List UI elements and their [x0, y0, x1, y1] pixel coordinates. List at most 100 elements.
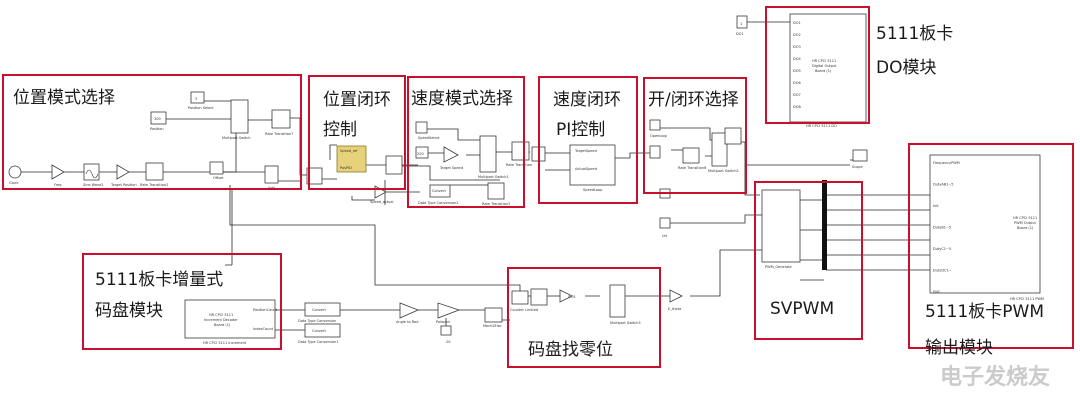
label-board-do-1: 5111板卡	[876, 24, 954, 44]
label-encoder-1: 5111板卡增量式	[95, 270, 224, 290]
do-port-label: DO4	[793, 57, 801, 61]
svg-text:Target Speed: Target Speed	[439, 166, 463, 170]
openloop-constant	[649, 119, 661, 131]
add-block	[264, 165, 279, 184]
svg-text:Position: Position	[150, 127, 164, 131]
svg-text:0.01: 0.01	[568, 295, 576, 299]
region-position-loop	[308, 75, 406, 190]
multiport-switch-block	[230, 99, 249, 134]
speed-loop-block	[569, 144, 616, 186]
svg-text:Freq: Freq	[54, 183, 62, 187]
angle-rad-gain	[399, 302, 420, 319]
e-theta-gain	[669, 289, 683, 303]
watermark: 电子发烧友	[940, 365, 1051, 390]
multiport-switch2-block	[711, 132, 728, 167]
label-speed-mode: 速度模式选择	[411, 89, 513, 109]
do-port-label: DO8	[793, 105, 801, 109]
encoder-block	[184, 299, 276, 339]
do-blocks: 1 DO1 HR CPCI 5111 Digital Output Board …	[736, 13, 867, 128]
do-port-label: DO1	[793, 21, 801, 25]
rate-transition4-block	[530, 288, 548, 306]
label-encoder-2: 码盘模块	[95, 301, 163, 321]
label-speed-loop-2: PI控制	[556, 120, 606, 140]
svg-text:200: 200	[417, 152, 424, 156]
open-closed-blocks: Openloop Rate Transition6 Multiport Swit…	[649, 119, 742, 173]
svg-text:Counter Limited: Counter Limited	[510, 308, 538, 312]
do-port-label: DO5	[793, 69, 801, 73]
svg-text:Multiport Switch2: Multiport Switch2	[708, 169, 739, 173]
region-open-closed	[643, 77, 747, 194]
c20-constant	[440, 325, 452, 336]
convert-a-block	[304, 302, 341, 317]
svg-text:Convert: Convert	[432, 189, 446, 193]
rate-transition6-block	[682, 147, 700, 164]
position-constant	[150, 111, 167, 125]
svg-text:HR CPCI 5111 DO: HR CPCI 5111 DO	[806, 124, 837, 128]
polepair-gain	[437, 302, 461, 319]
region-board-pwm	[908, 143, 1074, 349]
svg-text:PositionCount: PositionCount	[253, 308, 278, 312]
svg-text:20: 20	[446, 340, 450, 344]
svg-text:TargetSpeed: TargetSpeed	[574, 149, 597, 153]
speed-gain	[443, 146, 459, 163]
offset-constant	[209, 161, 224, 175]
rate-transition-pos-block	[385, 155, 403, 175]
svg-text:Rate Transition6: Rate Transition6	[678, 166, 706, 170]
svg-text:Sine Wave2: Sine Wave2	[83, 183, 104, 187]
clock-icon	[8, 165, 22, 179]
position-select-constant	[190, 91, 205, 104]
rate-transition-oc-block	[724, 127, 742, 145]
label-position-mode: 位置模式选择	[13, 88, 115, 108]
svg-text:Convert: Convert	[312, 329, 326, 333]
region-position-mode	[2, 74, 302, 190]
svg-text:Angle to Rad: Angle to Rad	[396, 320, 418, 324]
region-speed-mode	[407, 76, 525, 208]
pwm-port-label: Init	[933, 204, 939, 208]
svpwm-pwm-blocks: Scope Ud PWM_Generate 10000 Frequency Bu…	[659, 149, 1044, 301]
svg-text:Rate Transition3: Rate Transition3	[482, 202, 510, 206]
rate-transition2-block	[145, 162, 164, 181]
svg-text:Increment Decoder: Increment Decoder	[204, 318, 238, 322]
region-board-do	[765, 6, 870, 124]
svg-text:Speed_ref: Speed_ref	[340, 149, 358, 153]
svg-text:Mech2Elec: Mech2Elec	[483, 324, 502, 328]
svg-text:PWM_Generate: PWM_Generate	[765, 265, 792, 269]
svg-text:Data Type Conversion1: Data Type Conversion1	[298, 340, 338, 344]
speed-select-constant	[415, 121, 428, 134]
pwm-port-label: DutyAB1~5	[933, 183, 954, 187]
svg-text:Target Position: Target Position	[110, 183, 137, 187]
svg-text:1: 1	[740, 22, 742, 26]
region-speed-loop	[538, 76, 638, 204]
bus-bar	[822, 180, 827, 270]
svg-text:Polepair: Polepair	[436, 320, 451, 324]
svg-text:3: 3	[195, 97, 197, 101]
do-constant	[736, 15, 748, 29]
svg-text:PWM Output: PWM Output	[1014, 221, 1036, 225]
region-svpwm	[754, 181, 863, 340]
svg-text:Convert: Convert	[312, 308, 326, 312]
label-board-do-2: DO模块	[876, 58, 937, 78]
counter-block	[511, 290, 529, 305]
board-pwm-block	[929, 154, 1041, 294]
multiport-switch3-block	[609, 284, 626, 318]
clock-label: Clock	[9, 181, 19, 185]
pwm-port-label: DutyDC1~	[933, 269, 952, 273]
svg-text:HR CPCI 5111 PWM: HR CPCI 5111 PWM	[1010, 297, 1044, 301]
svg-text:Openloop: Openloop	[650, 134, 668, 138]
encoder-blocks: HR CPCI 5111 Increment Decoder Board (1)…	[184, 284, 683, 345]
label-board-pwm-1: 5111板卡PWM	[925, 302, 1044, 322]
do-port-label: DO6	[793, 81, 801, 85]
svg-text:Multiport Switch: Multiport Switch	[222, 136, 250, 140]
svg-text:Scope: Scope	[852, 165, 863, 169]
region-encoder	[82, 253, 282, 350]
label-speed-loop-1: 速度闭环	[553, 90, 621, 110]
svg-text:Rate Transition2: Rate Transition2	[140, 183, 168, 187]
svg-text:E_theta: E_theta	[668, 307, 681, 311]
convert-block	[429, 184, 451, 198]
svg-text:Data Type Conversion2: Data Type Conversion2	[418, 201, 458, 205]
target-speed-constant	[415, 146, 429, 159]
pwm-port-label: ENC	[933, 290, 941, 294]
label-board-pwm-2: 输出模块	[925, 338, 993, 358]
svg-text:HR CPCI 5111 Increment: HR CPCI 5111 Increment	[203, 341, 247, 345]
position-mode-blocks: Clock Freq Sine Wave2 Target Position Ra…	[8, 91, 323, 190]
